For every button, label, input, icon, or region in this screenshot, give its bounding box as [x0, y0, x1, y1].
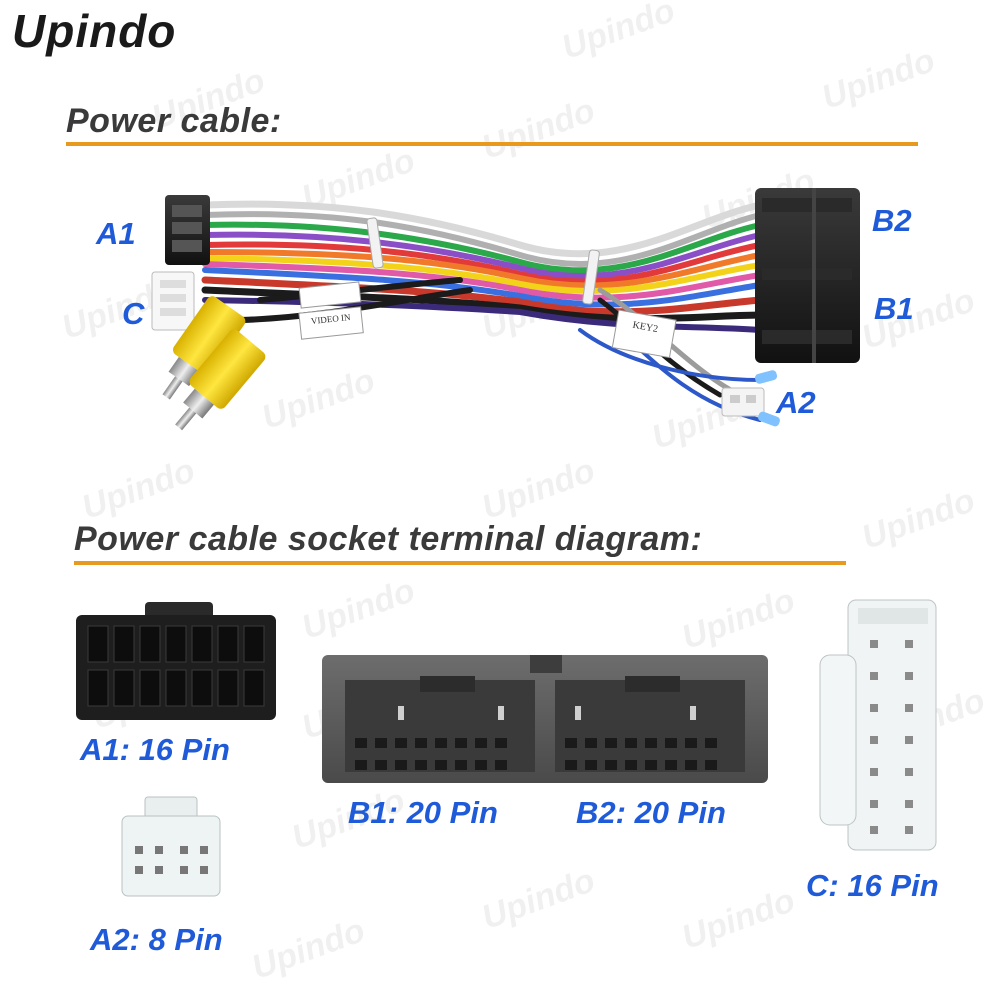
caption-a2: A2: 8 Pin [90, 922, 223, 957]
brand-logo: Upindo [12, 5, 177, 57]
tag-video-in-text: VIDEO IN [310, 312, 351, 326]
label-b1: B1 [874, 291, 914, 326]
tag-key2 [611, 309, 677, 359]
terminal-diagram-title: Power cable socket terminal diagram: [74, 520, 703, 558]
section-rule [66, 142, 918, 146]
label-a1: A1 [96, 216, 136, 251]
c-connector-image [819, 599, 937, 851]
tag-key2-text: KEY2 [632, 320, 659, 335]
label-b2: B2 [872, 203, 912, 238]
caption-b1: B1: 20 Pin [348, 795, 498, 830]
b-connector-image [322, 655, 768, 783]
section-rule [74, 561, 846, 565]
label-a2: A2 [776, 385, 816, 420]
tag-video-in [298, 306, 364, 340]
label-c: C [122, 296, 145, 331]
a2-connector-image [121, 796, 221, 897]
power-cable-photo: VIDEO IN KEY2 [151, 188, 860, 431]
a1-connector-image [76, 602, 276, 720]
caption-a1: A1: 16 Pin [80, 732, 230, 767]
power-cable-title: Power cable: [66, 102, 282, 140]
caption-b2: B2: 20 Pin [576, 795, 726, 830]
caption-c: C: 16 Pin [806, 868, 939, 903]
